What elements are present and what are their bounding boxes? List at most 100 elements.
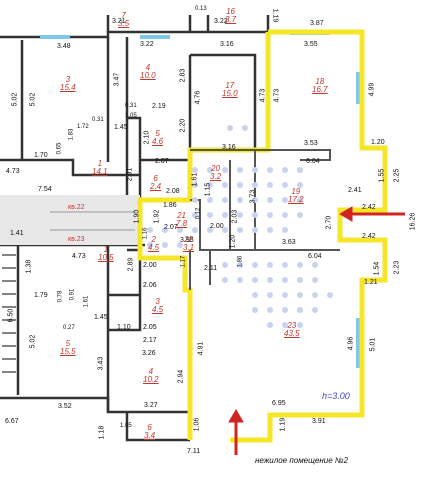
dimension-label: 4.73 bbox=[6, 168, 20, 175]
dimension-label: 4.96 bbox=[347, 336, 355, 351]
dimension-label: 4.73 bbox=[259, 88, 267, 103]
dimension-label: 0.12 bbox=[195, 207, 202, 220]
marker-dots bbox=[147, 125, 333, 328]
room-area: 10.0 bbox=[140, 71, 156, 80]
dimension-label: 2.25 bbox=[393, 168, 401, 183]
room-area: 3.2 bbox=[210, 172, 222, 181]
room-number: 3 bbox=[65, 75, 71, 84]
dimension-label: 1.15 bbox=[204, 182, 212, 197]
dimension-label: 2.08 bbox=[166, 188, 180, 195]
dimension-label: 2.83 bbox=[179, 68, 187, 83]
room-number: 3 bbox=[155, 297, 160, 306]
dimension-label: 4.73 bbox=[273, 88, 281, 103]
dimension-label: 1.41 bbox=[10, 230, 24, 237]
dimension-label: 2.41 bbox=[348, 187, 362, 194]
dimension-label: 0.27 bbox=[63, 325, 75, 331]
dimension-label: 1.83 bbox=[68, 128, 75, 141]
room-area: 43.5 bbox=[284, 329, 300, 338]
dimension-label: 3.26 bbox=[142, 350, 156, 357]
room-area: 14.1 bbox=[92, 167, 108, 176]
dimension-label: 2.20 bbox=[179, 118, 187, 133]
room-number: 19 bbox=[291, 187, 301, 196]
dimension-label: 2.91 bbox=[126, 167, 134, 182]
room-number: 18 bbox=[315, 77, 325, 86]
dimension-label: 3.55 bbox=[304, 41, 318, 48]
room-area: 10.5 bbox=[98, 253, 114, 262]
dimension-label: 3.27 bbox=[144, 402, 158, 409]
room-area: 3.5 bbox=[118, 19, 130, 28]
dimension-label: 16.26 bbox=[409, 212, 417, 231]
dimension-label: 2.00 bbox=[143, 262, 157, 269]
entrance-arrows bbox=[228, 206, 405, 455]
dimension-label: 1.79 bbox=[34, 292, 48, 299]
premises-caption: нежилое помещение №2 bbox=[255, 456, 349, 465]
room-number: 21 bbox=[177, 211, 187, 220]
room-area: 4.5 bbox=[148, 243, 160, 252]
dimension-label: 2.42 bbox=[362, 204, 376, 211]
room-number: 22 bbox=[184, 235, 194, 244]
dimension-label: 0.31 bbox=[92, 117, 104, 123]
room-number: 4 bbox=[148, 367, 154, 376]
room-number: 23 bbox=[287, 321, 297, 330]
room-number: 4 bbox=[145, 63, 151, 72]
dimension-label: 1.86 bbox=[237, 255, 244, 268]
dimension-label: 2.05 bbox=[143, 324, 157, 331]
dimension-label: 1.21 bbox=[364, 279, 378, 286]
dimension-label: 3.22 bbox=[140, 41, 154, 48]
dimension-label: 6.50 bbox=[7, 308, 15, 323]
dimension-label: 7.11 bbox=[187, 448, 201, 455]
room-number: 6 bbox=[147, 423, 152, 432]
room-number: 5 bbox=[65, 339, 71, 348]
room-number: 1 bbox=[103, 245, 109, 254]
dimension-label: 2.42 bbox=[362, 233, 376, 240]
room-area: 10.2 bbox=[143, 375, 159, 384]
dimension-label: 6.67 bbox=[5, 418, 19, 425]
dimension-label: 0.65 bbox=[56, 142, 63, 155]
dimension-label: 2.89 bbox=[127, 257, 135, 272]
dimension-label: 2.70 bbox=[325, 215, 333, 230]
room-area: 7.8 bbox=[176, 219, 188, 228]
dimension-label: 5.02 bbox=[29, 334, 37, 349]
room-area: 17.2 bbox=[288, 195, 304, 204]
dimension-label: 4.91 bbox=[197, 341, 205, 356]
room-number: 5 bbox=[155, 129, 160, 138]
dimension-label: 0.13 bbox=[195, 6, 207, 12]
dimension-label: 1.70 bbox=[34, 152, 48, 159]
room-area: 2.4 bbox=[150, 182, 162, 191]
room-area: 16.7 bbox=[312, 85, 328, 94]
dimension-label: 2.07 bbox=[155, 158, 169, 165]
dimension-label: 3.52 bbox=[58, 403, 72, 410]
dimension-label: 2.06 bbox=[143, 282, 157, 289]
dimension-label: 3.73 bbox=[249, 189, 257, 204]
dimension-label: 0.91 bbox=[69, 288, 76, 301]
dimension-label: 2.94 bbox=[177, 369, 185, 384]
room-area: 3.4 bbox=[144, 431, 156, 440]
dimension-label: 1.16 bbox=[142, 227, 149, 240]
room-number: 20 bbox=[211, 164, 221, 173]
room-area: 15.0 bbox=[222, 89, 238, 98]
dimension-label: 3.16 bbox=[220, 41, 234, 48]
stair-label-apt22: кв.22 bbox=[68, 204, 85, 211]
dimension-label: 6.04 bbox=[306, 158, 320, 165]
dimension-label: 3.16 bbox=[222, 144, 236, 151]
dimension-label: 1.19 bbox=[271, 8, 279, 23]
